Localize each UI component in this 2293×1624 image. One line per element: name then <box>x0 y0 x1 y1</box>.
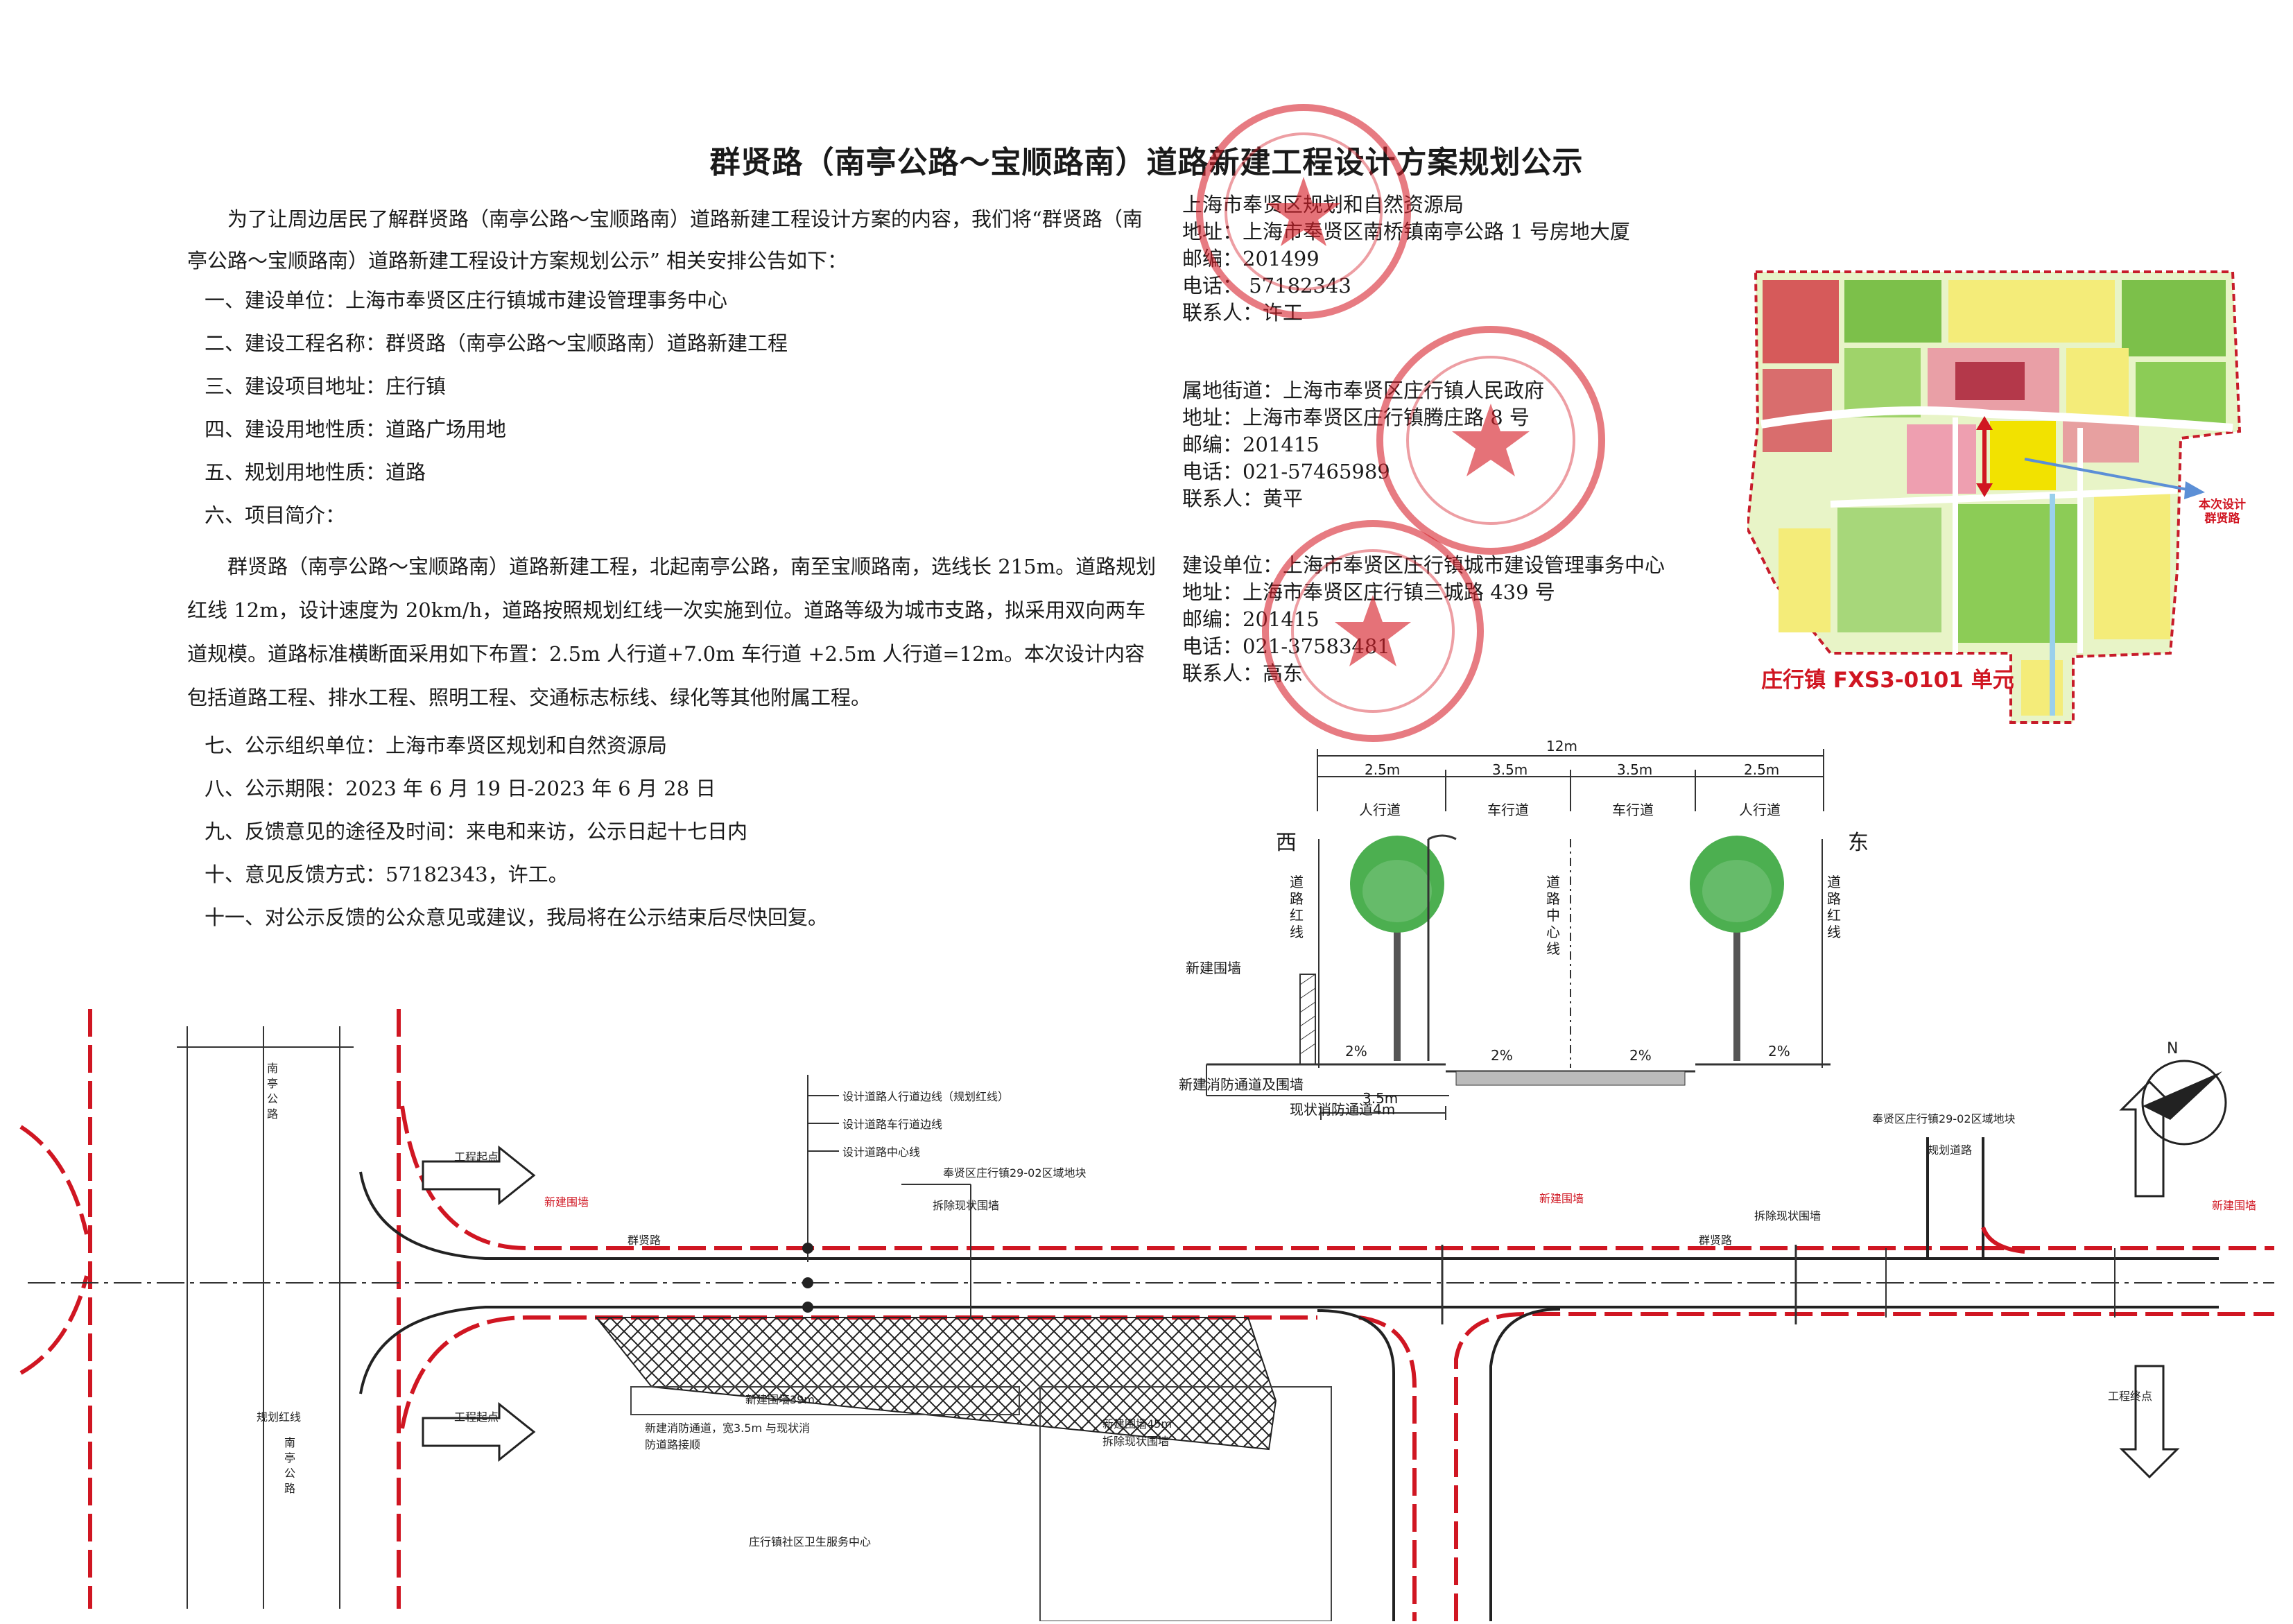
page-title: 群贤路（南亭公路～宝顺路南）道路新建工程设计方案规划公示 <box>709 145 1584 180</box>
section-seg-2: 3.5m <box>1492 761 1528 778</box>
plan-new-wall-red: 新建围墙 <box>2212 1199 2257 1212</box>
intro-paragraph: 为了让周边居民了解群贤路（南亭公路～宝顺路南）道路新建工程设计方案的内容，我们将… <box>187 198 1158 282</box>
section-wall: 新建围墙 <box>1186 960 1241 976</box>
plan-wall-left: 新建围墙 <box>544 1195 589 1209</box>
plan-legend-3: 设计道路中心线 <box>842 1146 921 1159</box>
plan-road-name-right: 群贤路 <box>1699 1234 1733 1247</box>
contact-person: 联系人：高东 <box>1182 662 1304 685</box>
cross-section-drawing: 12m 2.5m 3.5m 3.5m 2.5m 人行道 车行道 车行道 人行道 … <box>1068 735 1886 1123</box>
contact-address: 地址：上海市奉贤区庄行镇三城路 439 号 <box>1182 580 1555 604</box>
contact-block-3: 建设单位：上海市奉贤区庄行镇城市建设管理事务中心 地址：上海市奉贤区庄行镇三城路… <box>1182 552 1665 687</box>
plan-wall-right: 新建围墙 <box>1539 1192 1584 1205</box>
arrow-right-icon <box>422 1145 536 1206</box>
section-slope-2: 2% <box>1491 1047 1513 1064</box>
item-4: 四、建设用地性质：道路广场用地 <box>205 417 507 441</box>
item-11: 十一、对公示反馈的公众意见或建议，我局将在公示结束后尽快回复。 <box>205 906 829 929</box>
section-east: 东 <box>1848 831 1869 855</box>
plan-drawing: 南亭公路 南亭公路 设计道路人行道边线（规划红线） 设计道路车行道边线 设计道路… <box>0 999 2293 1622</box>
contact-block-2: 属地街道：上海市奉贤区庄行镇人民政府 地址：上海市奉贤区庄行镇腾庄路 8 号 邮… <box>1182 377 1544 512</box>
plan-new-wall-39: 新建围墙39m <box>745 1393 815 1406</box>
contact-org: 建设单位：上海市奉贤区庄行镇城市建设管理事务中心 <box>1182 553 1665 577</box>
contact-org: 上海市奉贤区规划和自然资源局 <box>1182 193 1464 216</box>
plan-demolish-wall-right: 拆除现状围墙 <box>1754 1209 1822 1223</box>
plan-block-north: 奉贤区庄行镇29-02区域地块 <box>943 1166 1087 1180</box>
plan-north-label: N <box>2167 1040 2179 1057</box>
section-slope-3: 2% <box>1629 1047 1652 1064</box>
plan-block-north-right: 奉贤区庄行镇29-02区域地块 <box>1872 1112 2016 1125</box>
section-slope-1: 2% <box>1345 1043 1367 1060</box>
item-7: 七、公示组织单位：上海市奉贤区规划和自然资源局 <box>205 734 668 757</box>
plan-town-center: 庄行镇社区卫生服务中心 <box>749 1535 872 1548</box>
contact-address: 地址：上海市奉贤区南桥镇南亭公路 1 号房地大厦 <box>1182 220 1630 243</box>
intro-text: 为了让周边居民了解群贤路（南亭公路～宝顺路南）道路新建工程设计方案的内容，我们将… <box>187 207 1143 273</box>
section-lane-2: 车行道 <box>1487 802 1529 818</box>
contact-person: 联系人：许工 <box>1182 301 1304 325</box>
section-red-line-right: 道路红线 <box>1827 874 1841 940</box>
item-2: 二、建设工程名称：群贤路（南亭公路～宝顺路南）道路新建工程 <box>205 331 788 355</box>
section-seg-3: 3.5m <box>1617 761 1653 778</box>
section-width-35: 3.5m <box>1362 1090 1399 1107</box>
section-seg-4: 2.5m <box>1744 761 1780 778</box>
plan-planned-road: 规划道路 <box>1928 1143 1973 1157</box>
plan-nanting: 南亭公路 <box>267 1062 279 1121</box>
section-west: 西 <box>1276 831 1297 855</box>
section-slope-4: 2% <box>1768 1043 1790 1060</box>
arrow-right-icon <box>2184 481 2205 499</box>
item-6: 六、项目简介： <box>205 503 346 527</box>
contact-postcode: 邮编：201415 <box>1182 433 1319 456</box>
item-3: 三、建设项目地址：庄行镇 <box>205 374 447 398</box>
contact-postcode: 邮编：201499 <box>1182 247 1319 270</box>
arrow-down-icon <box>2119 1365 2180 1479</box>
section-total: 12m <box>1546 738 1577 754</box>
plan-red-line-label: 规划红线 <box>257 1410 302 1424</box>
contact-postcode: 邮编：201415 <box>1182 607 1319 631</box>
location-map <box>1745 265 2251 726</box>
item-8: 八、公示期限：2023 年 6 月 19 日-2023 年 6 月 28 日 <box>205 777 716 800</box>
plan-nanting-bottom: 南亭公路 <box>284 1436 296 1495</box>
item-1: 一、建设单位：上海市奉贤区庄行镇城市建设管理事务中心 <box>205 288 728 312</box>
section-lane-3: 车行道 <box>1612 802 1654 818</box>
plan-fire-channel: 新建消防通道，宽3.5m 与现状消防道路接顺 <box>645 1422 811 1451</box>
brief-text: 群贤路（南亭公路～宝顺路南）道路新建工程，北起南亭公路，南至宝顺路南，选线长 2… <box>187 555 1157 709</box>
plan-start-label: 工程起点 <box>454 1150 499 1164</box>
contact-address: 地址：上海市奉贤区庄行镇腾庄路 8 号 <box>1182 406 1530 429</box>
contact-org: 属地街道：上海市奉贤区庄行镇人民政府 <box>1182 379 1545 402</box>
plan-start-label-bottom: 工程起点 <box>454 1410 499 1424</box>
item-9: 九、反馈意见的途径及时间：来电和来访，公示日起十七日内 <box>205 820 748 843</box>
map-note: 本次设计群贤路 <box>2199 498 2246 526</box>
project-brief: 群贤路（南亭公路～宝顺路南）道路新建工程，北起南亭公路，南至宝顺路南，选线长 2… <box>187 545 1158 720</box>
contact-phone: 电话：021-37583481 <box>1182 634 1390 658</box>
section-seg-1: 2.5m <box>1365 761 1401 778</box>
plan-legend-1: 设计道路人行道边线（规划红线） <box>842 1090 1010 1103</box>
plan-new-wall-45: 新建围墙45m <box>1102 1417 1172 1431</box>
plan-demolish-wall-b: 拆除现状围墙 <box>1102 1435 1170 1448</box>
plan-demolish-wall: 拆除现状围墙 <box>933 1199 1000 1212</box>
plan-end-label: 工程终点 <box>2108 1390 2153 1403</box>
contact-phone: 电话：021-57465989 <box>1182 460 1390 483</box>
arrow-right-icon <box>422 1401 536 1462</box>
plan-legend-2: 设计道路车行道边线 <box>842 1118 943 1131</box>
section-red-line-left: 道路红线 <box>1290 874 1304 940</box>
map-label: 庄行镇 FXS3-0101 单元 <box>1761 668 2014 693</box>
section-center-line: 道路中心线 <box>1546 874 1560 957</box>
item-10: 十、意见反馈方式：57182343，许工。 <box>205 863 569 886</box>
north-compass-icon <box>2141 1060 2227 1146</box>
contact-person: 联系人：黄平 <box>1182 487 1304 510</box>
section-fire-lane-existing: 现状消防通道4m <box>1290 1101 1396 1118</box>
contact-block-1: 上海市奉贤区规划和自然资源局 地址：上海市奉贤区南桥镇南亭公路 1 号房地大厦 … <box>1182 191 1630 327</box>
section-lane-1: 人行道 <box>1359 802 1401 818</box>
contact-phone: 电话： 57182343 <box>1182 274 1351 297</box>
item-5: 五、规划用地性质：道路 <box>205 460 426 484</box>
section-lane-4: 人行道 <box>1739 802 1781 818</box>
plan-road-name: 群贤路 <box>628 1234 661 1247</box>
section-fire-lane-new: 新建消防通道及围墙 <box>1179 1076 1304 1093</box>
